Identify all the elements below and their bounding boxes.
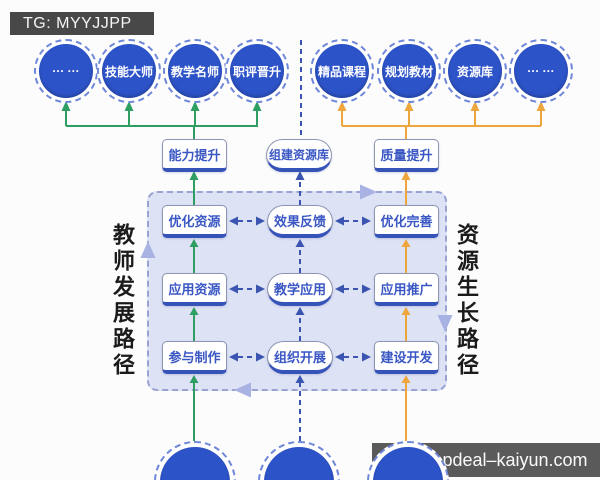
node-circle-skill-master: 技能大师 bbox=[97, 39, 161, 103]
node-apply-resources: 应用资源 bbox=[162, 273, 227, 306]
node-construction-development: 建设开发 bbox=[374, 341, 439, 374]
label-resource-growth-path: 资源生长路径 bbox=[454, 223, 479, 379]
node-quality-improvement: 质量提升 bbox=[374, 139, 439, 172]
node-circle-resource-library: 资源库 bbox=[443, 39, 507, 103]
node-build-resource-library: 组建资源库 bbox=[266, 139, 332, 172]
tg-badge: TG: MYYJJPP bbox=[10, 12, 154, 35]
node-label: ··· ··· bbox=[514, 44, 568, 98]
node-optimize-perfect: 优化完善 bbox=[374, 205, 439, 238]
node-organize-development: 组织开展 bbox=[267, 341, 333, 374]
node-teaching-application: 教学应用 bbox=[267, 273, 333, 306]
label-teacher-development-path: 教师发展路径 bbox=[110, 223, 135, 379]
node-label: 资源库 bbox=[448, 44, 502, 98]
node-label: ··· ··· bbox=[39, 44, 93, 98]
node-effect-feedback: 效果反馈 bbox=[267, 205, 333, 238]
node-label: 精品课程 bbox=[315, 44, 369, 98]
node-ability-improvement: 能力提升 bbox=[162, 139, 227, 172]
node-label: 教学名师 bbox=[168, 44, 222, 98]
node-participate-production: 参与制作 bbox=[162, 341, 227, 374]
node-label: 技能大师 bbox=[102, 44, 156, 98]
node-label: 职评晋升 bbox=[230, 44, 284, 98]
node-blank bbox=[373, 447, 443, 480]
node-blank bbox=[160, 447, 230, 480]
node-circle-quality-courses: 精品课程 bbox=[310, 39, 374, 103]
node-blank bbox=[264, 447, 334, 480]
node-optimize-resources: 优化资源 bbox=[162, 205, 227, 238]
node-circle-etc-left: ··· ··· bbox=[34, 39, 98, 103]
node-circle-title-promotion: 职评晋升 bbox=[225, 39, 289, 103]
node-circle-bottom-left bbox=[154, 441, 236, 480]
node-circle-etc-right: ··· ··· bbox=[509, 39, 573, 103]
node-label: 规划教材 bbox=[382, 44, 436, 98]
node-application-promotion: 应用推广 bbox=[374, 273, 439, 306]
node-circle-teaching-master: 教学名师 bbox=[163, 39, 227, 103]
node-circle-planned-textbooks: 规划教材 bbox=[377, 39, 441, 103]
